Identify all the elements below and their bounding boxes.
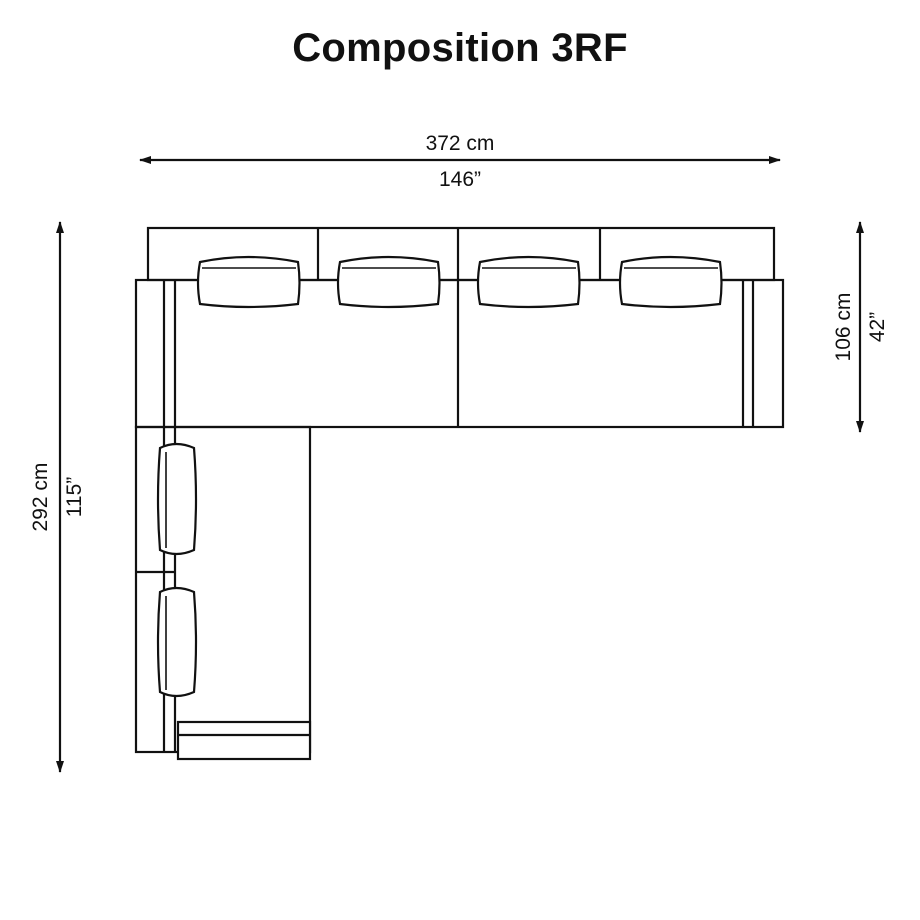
width-in-label: 146” — [439, 168, 481, 191]
back-cushion — [618, 255, 723, 309]
page-title: Composition 3RF — [292, 26, 628, 70]
back-cushion — [476, 255, 581, 309]
depth-cm-label: 106 cm — [832, 293, 855, 362]
side-cushions — [156, 442, 198, 698]
back-cushions — [196, 255, 723, 309]
side-cushion — [156, 586, 198, 698]
back-cushion — [336, 255, 441, 309]
main-seat-block — [134, 278, 785, 429]
width-cm-label: 372 cm — [426, 132, 495, 155]
back-cushion — [196, 255, 301, 309]
length-in-label: 115” — [63, 477, 86, 517]
width-dimension: 372 cm 146” — [139, 132, 781, 191]
length-dimension: 292 cm 115” — [29, 221, 86, 773]
length-cm-label: 292 cm — [29, 463, 52, 532]
sofa-outline — [134, 226, 785, 761]
depth-in-label: 42” — [866, 312, 889, 342]
chaise-end — [176, 720, 312, 761]
side-cushion — [156, 442, 198, 556]
depth-dimension: 106 cm 42” — [832, 221, 889, 433]
